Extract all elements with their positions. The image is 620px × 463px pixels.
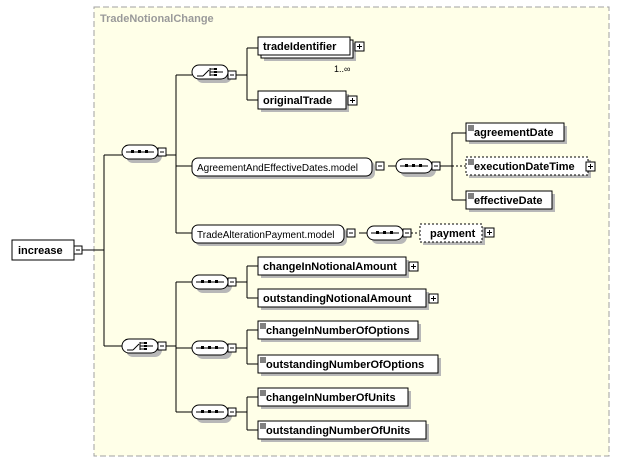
originalTrade-expand-toggle[interactable]: [347, 95, 358, 106]
payment-model-collapse-toggle[interactable]: [346, 228, 356, 238]
executionDateTime-label: executionDateTime: [474, 161, 575, 173]
outstandingNotionalAmount-label: outstandingNotionalAmount: [263, 293, 412, 305]
element-outstandingNumberOfOptions[interactable]: outstandingNumberOfOptions: [257, 354, 441, 376]
choice-2-collapse-toggle[interactable]: [157, 341, 167, 351]
changeInNumberOfUnits-label: changeInNumberOfUnits: [266, 392, 396, 404]
sequence-compositor-1: [121, 144, 162, 163]
element-outstandingNotionalAmount[interactable]: outstandingNotionalAmount: [257, 288, 429, 310]
tradeIdentifier-label: tradeIdentifier: [263, 41, 337, 53]
sequence-compositor-payment: [366, 225, 407, 244]
executionDateTime-expand-toggle[interactable]: [585, 161, 596, 172]
element-effectiveDate[interactable]: effectiveDate: [465, 190, 555, 212]
payment-sequence-collapse-toggle[interactable]: [402, 228, 412, 238]
changeInNotionalAmount-expand-toggle[interactable]: [408, 261, 419, 272]
tradeIdentifier-cardinality: 1..∞: [334, 64, 350, 74]
connector-lines: [82, 47, 466, 431]
outstandingNumberOfUnits-label: outstandingNumberOfUnits: [266, 425, 410, 437]
options-sequence-collapse-toggle[interactable]: [227, 343, 237, 353]
sequence-1-collapse-toggle[interactable]: [157, 147, 167, 157]
text-content-icon: [468, 193, 474, 199]
effectiveDate-label: effectiveDate: [474, 195, 542, 207]
outstandingNotionalAmount-expand-toggle[interactable]: [428, 293, 439, 304]
originalTrade-label: originalTrade: [263, 95, 332, 107]
text-content-icon: [468, 125, 474, 131]
choice-compositor-2: [121, 338, 162, 357]
text-content-icon: [260, 357, 266, 363]
outstandingNumberOfOptions-label: outstandingNumberOfOptions: [266, 359, 424, 371]
changeInNumberOfOptions-label: changeInNumberOfOptions: [266, 325, 410, 337]
text-content-icon: [260, 323, 266, 329]
element-outstandingNumberOfUnits[interactable]: outstandingNumberOfUnits: [257, 420, 429, 442]
payment-label: payment: [430, 228, 476, 240]
agreement-sequence-collapse-toggle[interactable]: [431, 161, 441, 171]
changeInNotionalAmount-label: changeInNotionalAmount: [263, 261, 397, 273]
notional-sequence-collapse-toggle[interactable]: [227, 277, 237, 287]
choice-1-collapse-toggle[interactable]: [227, 70, 237, 80]
element-agreementDate[interactable]: agreementDate: [465, 122, 567, 144]
sequence-compositor-notional: [191, 274, 232, 293]
agreement-model-collapse-toggle[interactable]: [375, 161, 385, 171]
root-collapse-toggle[interactable]: [73, 245, 83, 255]
element-payment[interactable]: payment: [419, 223, 485, 245]
text-content-icon: [468, 159, 474, 165]
element-changeInNumberOfOptions[interactable]: changeInNumberOfOptions: [257, 320, 421, 342]
text-content-icon: [260, 423, 266, 429]
payment-expand-toggle[interactable]: [484, 227, 495, 238]
element-changeInNotionalAmount[interactable]: changeInNotionalAmount: [257, 256, 409, 278]
element-executionDateTime[interactable]: executionDateTime: [465, 156, 591, 178]
element-originalTrade[interactable]: originalTrade: [257, 90, 349, 112]
text-content-icon: [260, 390, 266, 396]
tradeIdentifier-expand-toggle[interactable]: [354, 41, 365, 52]
sequence-compositor-agreement: [395, 158, 436, 177]
element-changeInNumberOfUnits[interactable]: changeInNumberOfUnits: [257, 387, 411, 409]
agreement-model-label: AgreementAndEffectiveDates.model: [197, 163, 358, 174]
model-agreement-effective-dates[interactable]: AgreementAndEffectiveDates.model: [191, 157, 375, 179]
element-tradeIdentifier[interactable]: tradeIdentifier: [257, 36, 356, 61]
units-sequence-collapse-toggle[interactable]: [227, 407, 237, 417]
root-element[interactable]: increase: [11, 239, 75, 261]
group-title: TradeNotionalChange: [100, 13, 214, 25]
choice-compositor-1: [191, 64, 232, 83]
agreementDate-label: agreementDate: [474, 127, 553, 139]
sequence-compositor-options: [191, 340, 232, 359]
model-trade-alteration-payment[interactable]: TradeAlterationPayment.model: [191, 224, 347, 246]
root-label: increase: [18, 245, 63, 257]
sequence-compositor-units: [191, 404, 232, 423]
payment-model-label: TradeAlterationPayment.model: [197, 230, 334, 241]
